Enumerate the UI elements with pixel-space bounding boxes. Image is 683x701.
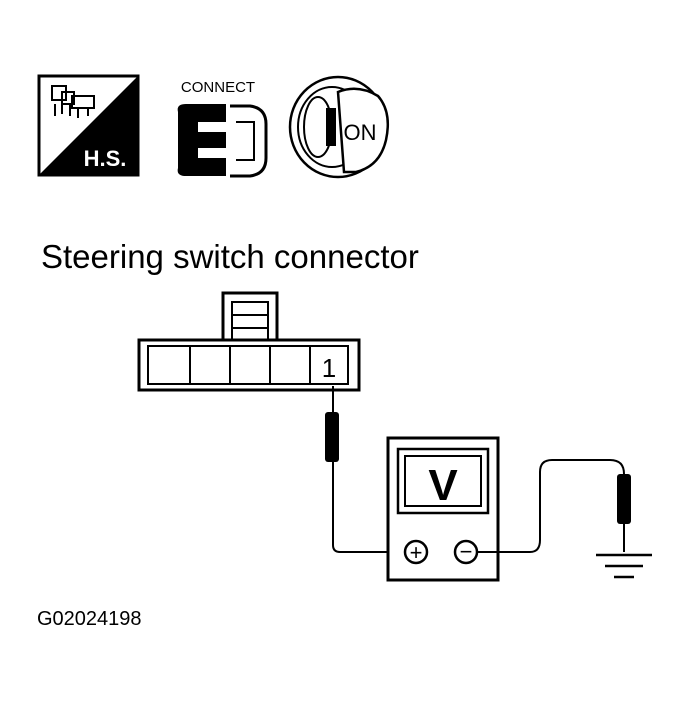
ground-icon (596, 553, 652, 579)
negative-lead (477, 459, 631, 553)
harness-hs-icon: H.S. (37, 74, 140, 177)
on-label: ON (344, 120, 377, 145)
terminal-label: 1 (322, 353, 336, 383)
plus-symbol: + (410, 540, 423, 565)
minus-symbol: − (460, 539, 473, 564)
steering-switch-connector: 1 (137, 291, 361, 392)
connector-connect-icon: CONNECT (177, 79, 268, 178)
meter-label: V (428, 461, 458, 510)
connect-label: CONNECT (181, 79, 255, 96)
figure-id: G02024198 (37, 608, 142, 630)
positive-probe (325, 386, 400, 553)
ignition-key-on-icon: ON (288, 75, 389, 179)
diagram-title: Steering switch connector (41, 238, 419, 275)
hs-label: H.S. (84, 146, 127, 171)
plus-terminal (403, 539, 429, 565)
voltmeter: V + − (386, 436, 500, 582)
